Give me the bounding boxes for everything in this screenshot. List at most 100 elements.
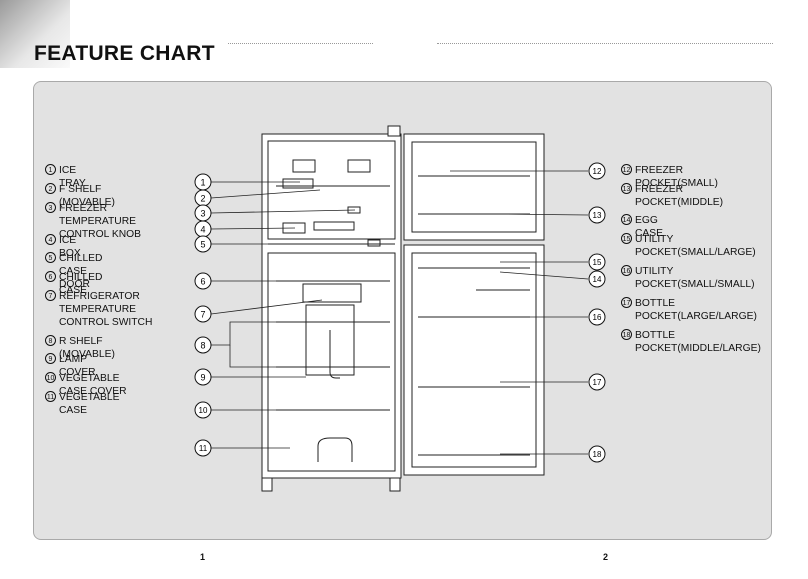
freezer-door [403,133,545,241]
number-badge: 12 [621,164,632,175]
callout-16: 16 [588,308,606,326]
callout-13: 13 [588,206,606,224]
svg-text:18: 18 [593,450,602,459]
header-photo [0,0,70,68]
page-number-left: 1 [200,552,206,562]
list-item-label: ICE BOX [59,235,81,259]
number-badge: 5 [45,252,56,263]
svg-text:14: 14 [593,275,602,284]
number-badge: 14 [621,214,632,225]
hinge [387,125,401,137]
freezer-vent-left [292,159,316,173]
list-item-label: ICE TRAY [59,165,86,189]
vegetable-case-handle [317,437,353,462]
svg-text:11: 11 [199,444,208,453]
list-item-label: UTILITY POCKET(SMALL/LARGE) [635,234,756,258]
callout-1: 1 [194,173,212,191]
feature-chart-panel [33,81,772,540]
svg-text:3: 3 [200,209,205,219]
callout-3: 3 [194,204,212,222]
svg-text:16: 16 [593,313,602,322]
list-item-label: LAMP COVER [59,354,96,378]
number-badge: 10 [45,372,56,383]
svg-text:2: 2 [200,194,205,204]
callout-6: 6 [194,272,212,290]
leader-lines [210,170,589,455]
svg-text:13: 13 [593,211,602,220]
svg-text:15: 15 [593,258,602,267]
door-latch [367,239,381,247]
number-badge: 2 [45,183,56,194]
number-badge: 8 [45,335,56,346]
number-badge: 15 [621,233,632,244]
list-item-label: CHILLED CASE DOOR [59,253,103,290]
callout-9: 9 [194,368,212,386]
cabinet-body [261,133,402,479]
list-item-label: BOTTLE POCKET(LARGE/LARGE) [635,298,757,322]
svg-text:1: 1 [200,178,205,188]
freezer-compartment [267,140,396,240]
number-badge: 9 [45,353,56,364]
page-number-right: 2 [603,552,609,562]
number-badge: 11 [45,391,56,402]
number-badge: 7 [45,290,56,301]
callout-4: 4 [194,220,212,238]
callout-10: 10 [194,401,212,419]
header-divider-left [228,43,373,44]
lamp-cover-outline [329,330,340,379]
callout-17: 17 [588,373,606,391]
header-divider-right [437,43,773,44]
refrigerator-door [403,244,545,476]
page-title: FEATURE CHART [34,42,215,65]
callout-2: 2 [194,189,212,207]
svg-text:4: 4 [200,225,205,235]
refrigerator-door-liner [411,252,537,468]
callout-8: 8 [194,336,212,354]
list-item-label: FREEZER POCKET(MIDDLE) [635,184,724,208]
ice-tray [282,178,314,189]
list-item-label: VEGETABLE CASE COVER [59,373,127,397]
callout-7: 7 [194,305,212,323]
number-badge: 1 [45,164,56,175]
number-badge: 16 [621,265,632,276]
list-item-label: FREEZER POCKET(SMALL) [635,165,718,189]
svg-text:17: 17 [593,378,602,387]
callout-5: 5 [194,235,212,253]
number-badge: 6 [45,271,56,282]
callout-15: 15 [588,253,606,271]
list-item-label: VEGETABLE CASE [59,392,120,416]
callout-18: 18 [588,445,606,463]
callout-12: 12 [588,162,606,180]
svg-text:7: 7 [200,310,205,320]
freezer-door-liner [411,141,537,233]
number-badge: 17 [621,297,632,308]
freezer-grille [313,221,355,231]
refrigerator-compartment [267,252,396,472]
list-item-label: UTILITY POCKET(SMALL/SMALL) [635,266,755,290]
svg-text:12: 12 [593,167,602,176]
number-badge: 3 [45,202,56,213]
callout-11: 11 [194,439,212,457]
svg-text:9: 9 [200,373,205,383]
svg-text:6: 6 [200,277,205,287]
freezer-vent-right [347,159,371,173]
list-item-label: EGG CASE [635,215,664,239]
list-item-label: REFRIGERATOR TEMPERATURE CONTROL SWITCH [59,291,153,328]
list-item-label: BOTTLE POCKET(MIDDLE/LARGE) [635,330,761,354]
